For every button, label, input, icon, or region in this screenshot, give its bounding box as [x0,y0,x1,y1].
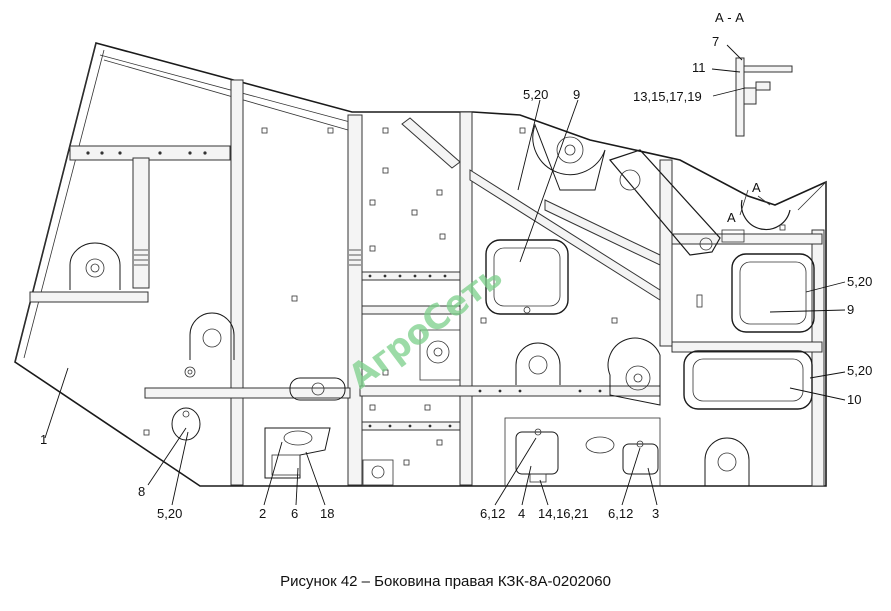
post-6 [811,229,825,487]
section-label-7: 7 [712,34,719,49]
section-detail: А - А 7 11 13,15,17,19 [633,10,793,137]
label-10: 10 [847,392,861,407]
label-9-top: 9 [573,87,580,102]
diagonal-brace-3 [544,199,661,266]
bolt-rows [86,151,602,428]
post-1 [132,157,150,289]
hub-plate [289,377,346,401]
cover-3 [622,443,659,475]
boss-mid-lower [515,342,561,385]
hatch-9-right [731,253,815,333]
section-title: А - А [715,10,744,25]
boss-left [69,242,121,290]
lever-arm [608,149,721,256]
figure-caption: Рисунок 42 – Боковина правая КЗК-8А-0202… [280,573,611,590]
rail-lower-mid [359,385,661,397]
label-14-16-21: 14,16,21 [538,506,589,521]
mid-rail-left [29,291,149,303]
label-6-12-a: 6,12 [480,506,505,521]
rail-upper-mid-2 [361,305,461,315]
label-4: 4 [518,506,525,521]
diagonal-brace-1 [469,169,661,301]
post-3 [347,114,363,486]
section-arc [740,199,791,231]
section-label-11: 11 [692,60,706,75]
top-edge-beam [99,54,351,131]
label-5-20-right-1: 5,20 [847,274,872,289]
leader-lines [44,99,846,506]
label-9-right: 9 [847,302,854,317]
label-3: 3 [652,506,659,521]
label-5-20-bottom: 5,20 [157,506,182,521]
bolt-marks [143,127,786,466]
boss-bottom-right [704,437,750,486]
left-edge-beam [14,42,105,363]
lower-bay [504,417,661,487]
rail-upper-mid [361,271,461,281]
rail-right-upper [671,233,823,245]
section-label-13: 13,15,17,19 [633,89,702,104]
label-1: 1 [40,432,47,447]
rail-right-mid [671,341,823,353]
label-A-2: A [727,210,736,225]
label-5-20-right-2: 5,20 [847,363,872,378]
label-8: 8 [138,484,145,499]
label-6-12-b: 6,12 [608,506,633,521]
rail-lower-left [144,387,351,399]
upper-rail [69,145,231,161]
boss-top-mid [532,123,606,191]
hatch-9-top [485,239,569,315]
post-2 [230,79,244,486]
boss-left-2 [189,312,235,360]
label-2: 2 [259,506,266,521]
boss-right-lower [607,337,661,406]
label-18: 18 [320,506,334,521]
label-A-1: A [752,180,761,195]
post-hatch [134,249,361,266]
label-5-20-top: 5,20 [523,87,548,102]
hatch-10 [683,350,813,410]
label-6: 6 [291,506,298,521]
diagonal-brace-2 [401,117,461,169]
post-5 [659,159,673,347]
